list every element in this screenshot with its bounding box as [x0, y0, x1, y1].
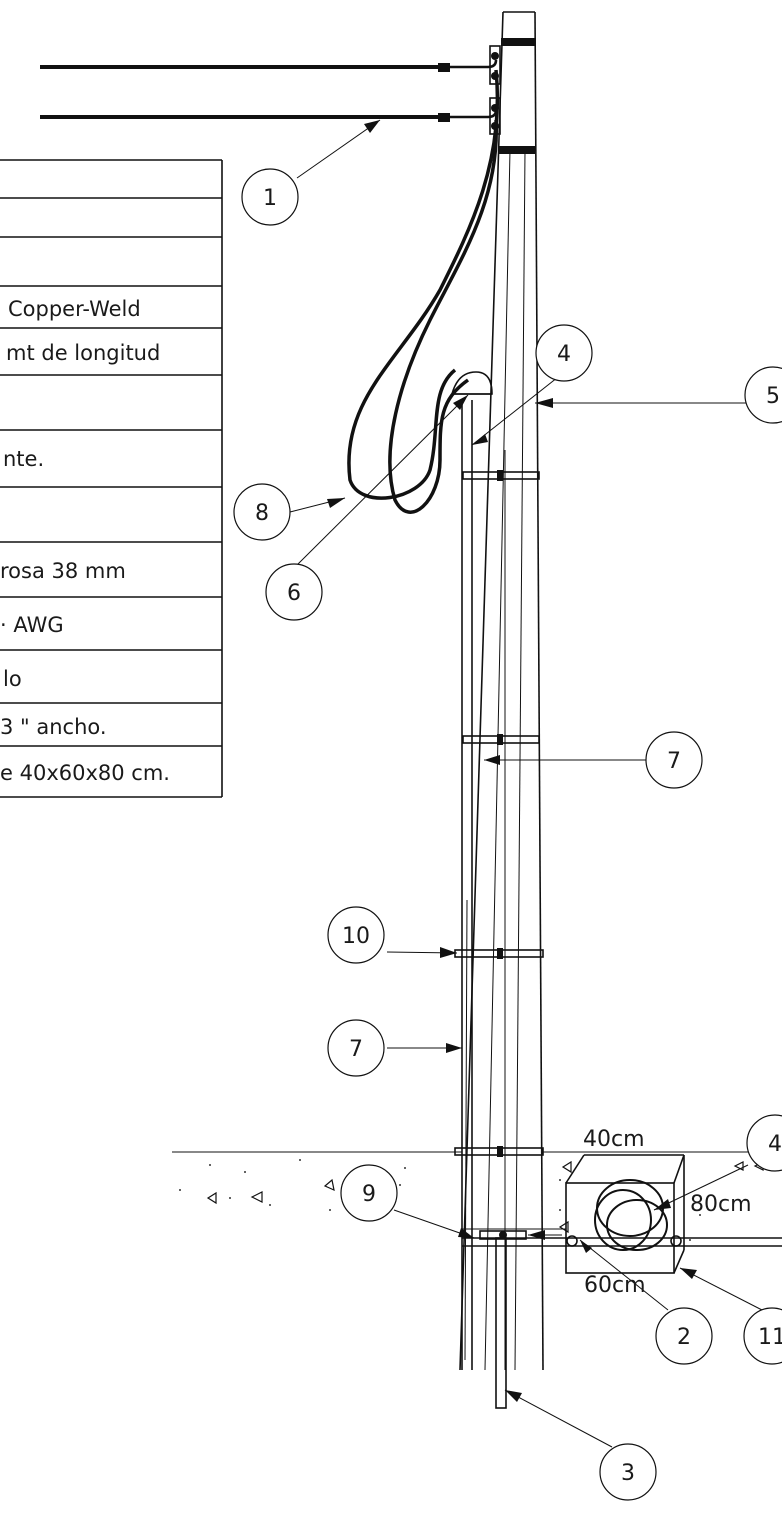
svg-text:7: 7 — [667, 749, 681, 774]
callout-7-upper: 7 — [645, 731, 703, 789]
conduit-riser — [450, 371, 506, 1370]
svg-text:1: 1 — [263, 186, 277, 211]
coiled-ground-wire — [594, 1179, 668, 1251]
callout-7-lower: 7 — [327, 1019, 385, 1077]
callout-6: 6 — [265, 563, 323, 621]
svg-text:5: 5 — [766, 384, 780, 409]
callout-2: 2 — [655, 1307, 713, 1365]
legend-row-4: Copper-Weld — [8, 297, 141, 321]
ground-stipple — [179, 1159, 746, 1241]
legend-row-11: lo — [3, 667, 22, 691]
callout-leaders — [289, 119, 763, 1448]
legend-table: Copper-Weld mt de longitud nte. rosa 38 … — [0, 159, 223, 798]
pole-band — [499, 146, 535, 154]
legend-row-9: rosa 38 mm — [0, 559, 126, 583]
legend-row-13: e 40x60x80 cm. — [0, 761, 170, 785]
svg-text:11: 11 — [758, 1325, 782, 1350]
callout-4-box: 4 — [746, 1114, 782, 1172]
legend-row-10: · AWG — [0, 613, 64, 637]
callout-1: 1 — [241, 168, 299, 226]
svg-text:9: 9 — [362, 1182, 376, 1207]
pole-band — [501, 38, 536, 46]
svg-text:4: 4 — [768, 1132, 782, 1157]
trench-conduit — [462, 1228, 782, 1247]
legend-row-12: 3 " ancho. — [0, 715, 107, 739]
svg-text:6: 6 — [287, 581, 301, 606]
legend-row-7: nte. — [3, 447, 44, 471]
callout-4-pole: 4 — [535, 324, 593, 382]
clamp — [454, 948, 544, 959]
box-length-label: 60cm — [584, 1273, 646, 1298]
overhead-conductors — [40, 45, 501, 135]
svg-text:2: 2 — [677, 1325, 691, 1350]
inspection-box — [558, 1154, 685, 1274]
ground-rod — [495, 1237, 507, 1409]
callout-5: 5 — [744, 366, 782, 424]
clamp — [462, 470, 540, 481]
drop-cable — [347, 69, 500, 514]
svg-text:7: 7 — [349, 1037, 363, 1062]
svg-text:3: 3 — [621, 1461, 635, 1486]
svg-text:8: 8 — [255, 501, 269, 526]
callout-11: 11 — [743, 1307, 782, 1365]
svg-text:10: 10 — [342, 924, 370, 949]
legend-row-5: mt de longitud — [6, 341, 160, 365]
clamp — [462, 734, 540, 745]
box-width-label: 40cm — [583, 1127, 645, 1152]
callout-8: 8 — [233, 483, 291, 541]
clamp — [479, 1230, 527, 1240]
clamp — [454, 1146, 544, 1157]
callout-9: 9 — [340, 1164, 398, 1222]
callout-3: 3 — [599, 1443, 657, 1501]
callout-10: 10 — [327, 906, 385, 964]
box-depth-label: 80cm — [690, 1192, 752, 1217]
svg-text:4: 4 — [557, 342, 571, 367]
